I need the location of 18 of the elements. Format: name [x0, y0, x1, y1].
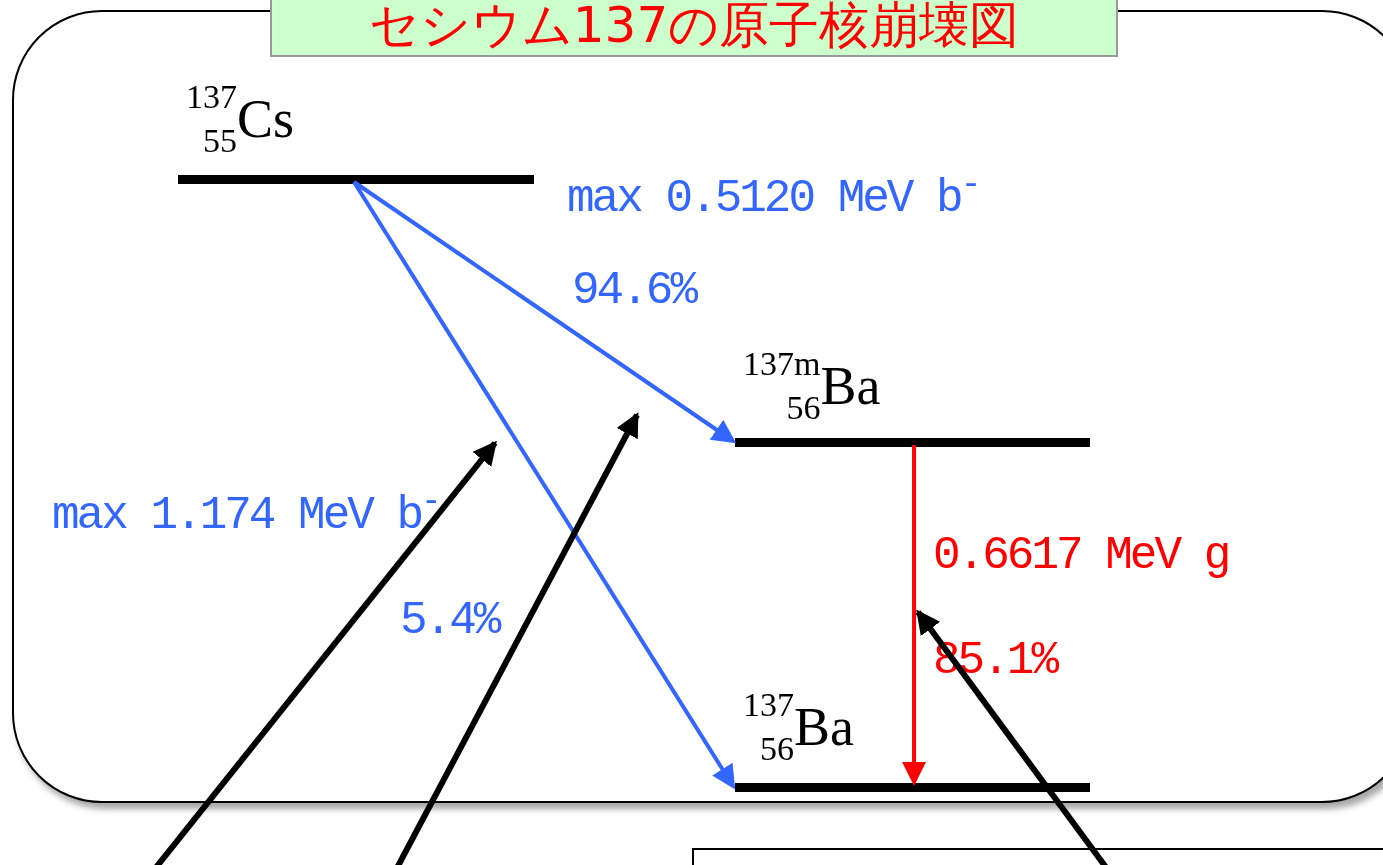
- transition-label: max 1.174 MeV b$^{-}$: [52, 493, 439, 539]
- title-banner: セシウム137の原子核崩壊図: [270, 0, 1118, 57]
- transition-label: max 0.5120 MeV b$^{-}$: [567, 176, 979, 222]
- mass-number: 137m: [743, 347, 821, 381]
- atomic-number: 56: [786, 391, 821, 425]
- decay-arrow: [352, 180, 737, 444]
- transition-label: 94.6%: [572, 268, 696, 314]
- transition-label: 5.4%: [400, 598, 499, 644]
- element-symbol: Ba: [794, 700, 854, 754]
- element-symbol: Ba: [820, 359, 881, 413]
- atomic-number: 56: [760, 732, 794, 766]
- element-symbol: Cs: [237, 92, 295, 146]
- mass-number: 137: [743, 688, 794, 722]
- decay-arrow: [902, 445, 927, 786]
- atomic-number: 55: [203, 124, 237, 158]
- mass-number: 137: [186, 80, 237, 114]
- decay-arrow: [352, 180, 736, 790]
- transition-label: 0.6617 MeV g: [933, 533, 1229, 579]
